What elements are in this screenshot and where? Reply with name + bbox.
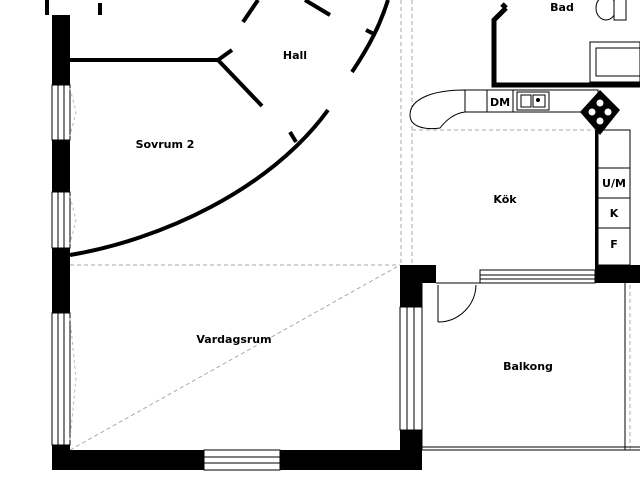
room-label-hall: Hall [283, 49, 307, 62]
room-label-balcony: Balkong [503, 360, 553, 373]
exterior-walls [52, 15, 640, 470]
room-label-kitchen: Kök [493, 193, 517, 206]
room-label-bathroom: Bad [550, 1, 574, 14]
windows [51, 84, 596, 471]
fixture-label-fridge: K [610, 207, 619, 220]
room-label-bedroom2: Sovrum 2 [136, 138, 195, 151]
balcony-outline [421, 282, 640, 451]
fixture-label-fridge-freezer: U/M [602, 177, 626, 190]
dashed-guides [69, 0, 631, 451]
kitchen-counter [409, 89, 631, 266]
fixture-label-freezer: F [610, 238, 618, 251]
stove-icon [580, 90, 620, 135]
balcony-door [437, 284, 477, 323]
sink-icon [516, 91, 550, 111]
bathroom-walls [491, 2, 640, 88]
toilet-icon [595, 0, 627, 21]
bathtub-icon [589, 41, 640, 83]
window-swing-hints [69, 87, 77, 441]
interior-walls [45, 0, 390, 257]
room-label-living: Vardagsrum [196, 333, 271, 346]
fixture-label-dishwasher: DM [490, 96, 510, 109]
